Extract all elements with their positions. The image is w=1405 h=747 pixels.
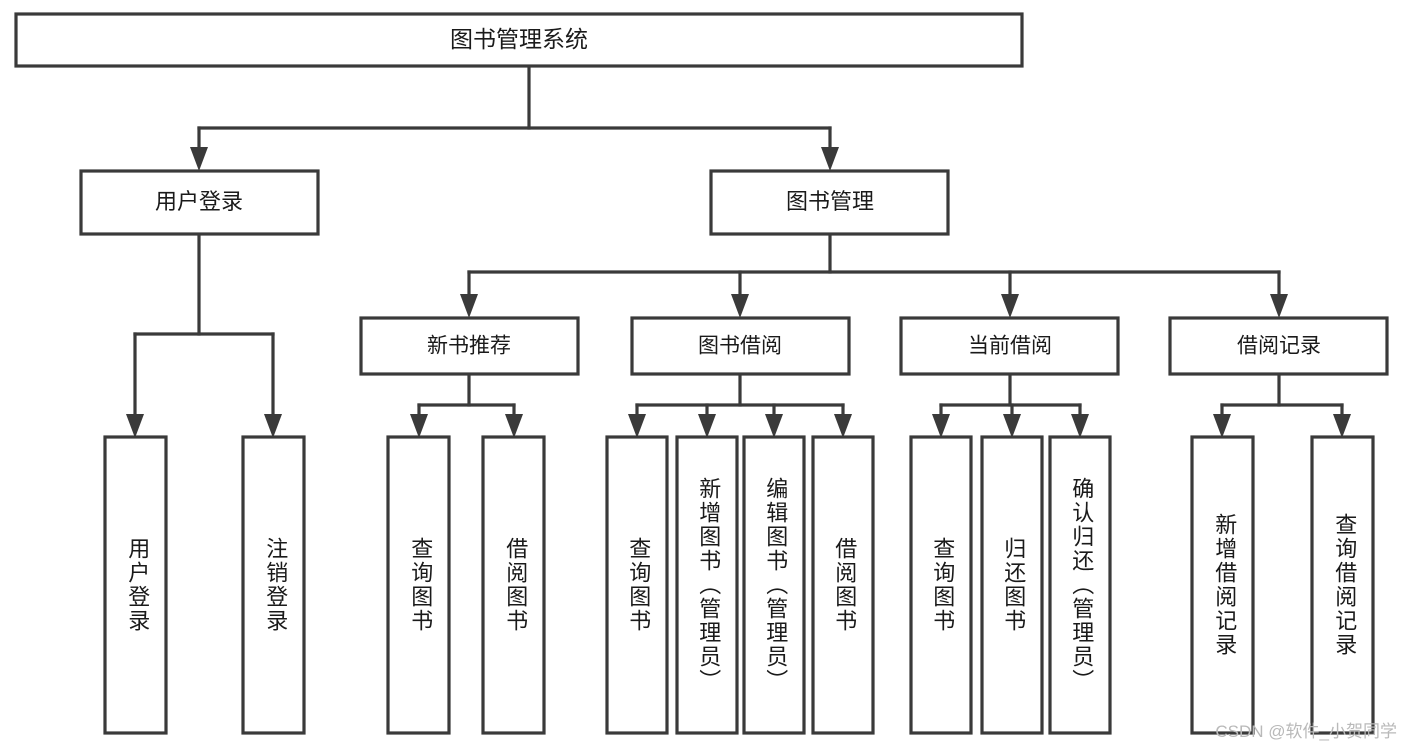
leaf-new-book-borrow[interactable]: 借阅图书	[481, 435, 546, 735]
leaf-borrow-record-add-label: 新增借阅记录	[1212, 513, 1237, 657]
leaf-current-borrow-return[interactable]: 归还图书	[980, 435, 1044, 735]
watermark: CSDN @软件_小贺同学	[1215, 722, 1397, 741]
node-user-login[interactable]: 用户登录	[79, 169, 320, 236]
node-user-login-label: 用户登录	[155, 189, 243, 214]
leaf-current-borrow-confirm-label: 确认归还（管理员）	[1069, 477, 1094, 693]
connector-group-book-borrow	[628, 372, 852, 438]
node-book-borrow[interactable]: 图书借阅	[630, 316, 851, 376]
node-new-book-recommend-label: 新书推荐	[427, 335, 511, 358]
leaf-borrow-record-add[interactable]: 新增借阅记录	[1190, 435, 1255, 735]
node-book-management-label: 图书管理	[786, 189, 874, 214]
leaf-new-book-query-label: 查询图书	[408, 537, 433, 633]
leaf-current-borrow-query-label: 查询图书	[930, 537, 955, 633]
leaf-book-borrow-query-label: 查询图书	[626, 537, 651, 633]
leaf-book-borrow-borrow-label: 借阅图书	[832, 537, 857, 633]
leaf-user-login-login-label: 用户登录	[125, 537, 150, 633]
leaf-user-login-logout-label: 注销登录	[263, 537, 288, 633]
leaf-book-borrow-borrow[interactable]: 借阅图书	[811, 435, 875, 735]
leaf-current-borrow-return-label: 归还图书	[1001, 537, 1026, 633]
leaf-new-book-query[interactable]: 查询图书	[386, 435, 451, 735]
connector-group-user-login	[126, 232, 282, 438]
node-book-management[interactable]: 图书管理	[709, 169, 950, 236]
leaf-user-login-logout[interactable]: 注销登录	[241, 435, 306, 735]
node-current-borrow-label: 当前借阅	[968, 335, 1052, 358]
node-borrow-record[interactable]: 借阅记录	[1168, 316, 1389, 376]
leaf-borrow-record-query-label: 查询借阅记录	[1332, 513, 1357, 657]
leaf-current-borrow-query[interactable]: 查询图书	[909, 435, 973, 735]
node-borrow-record-label: 借阅记录	[1237, 335, 1321, 358]
leaf-book-borrow-edit[interactable]: 编辑图书（管理员）	[742, 435, 806, 735]
node-book-borrow-label: 图书借阅	[698, 335, 782, 358]
leaf-book-borrow-add-label: 新增图书（管理员）	[696, 477, 721, 693]
connector-group-root	[190, 64, 839, 171]
leaf-book-borrow-query[interactable]: 查询图书	[605, 435, 669, 735]
leaf-new-book-borrow-label: 借阅图书	[503, 537, 528, 633]
node-current-borrow[interactable]: 当前借阅	[899, 316, 1120, 376]
node-root[interactable]: 图书管理系统	[14, 12, 1024, 68]
leaf-book-borrow-edit-label: 编辑图书（管理员）	[763, 477, 788, 693]
node-new-book-recommend[interactable]: 新书推荐	[359, 316, 580, 376]
connector-group-book-management	[460, 232, 1288, 318]
connector-group-current-borrow	[932, 372, 1089, 438]
leaf-book-borrow-add[interactable]: 新增图书（管理员）	[675, 435, 739, 735]
connector-group-new-book	[410, 372, 523, 438]
connector-group-borrow-record	[1213, 372, 1351, 438]
leaf-borrow-record-query[interactable]: 查询借阅记录	[1310, 435, 1375, 735]
leaf-current-borrow-confirm[interactable]: 确认归还（管理员）	[1048, 435, 1112, 735]
node-root-label: 图书管理系统	[450, 26, 588, 52]
leaf-user-login-login[interactable]: 用户登录	[103, 435, 168, 735]
